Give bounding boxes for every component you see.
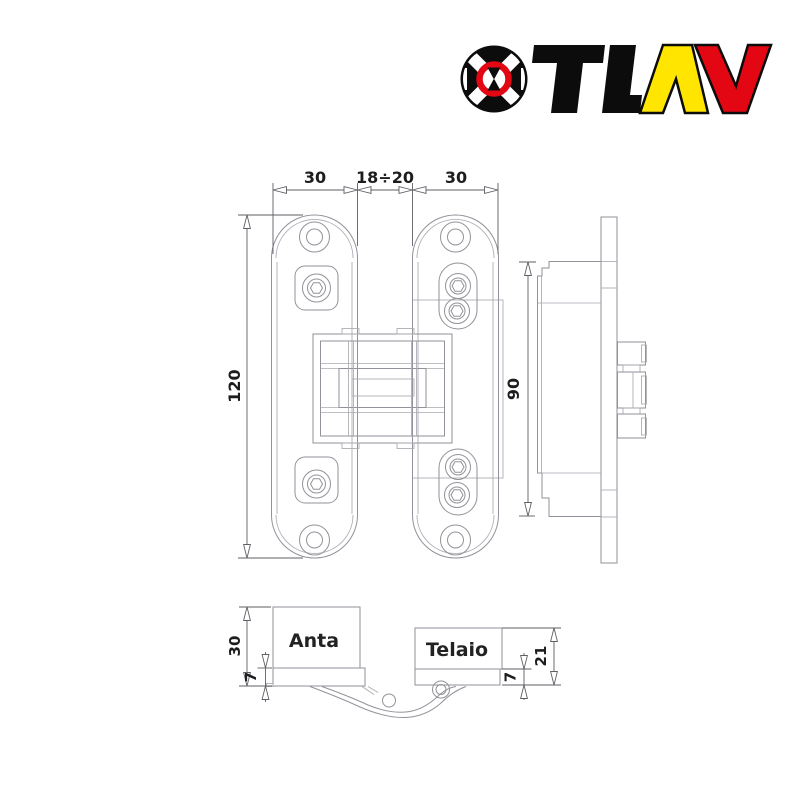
dim-label-leaf-offset: 7 [242,672,260,682]
dim-label-frame-height: 90 [504,378,523,400]
dim-label-total-height: 120 [225,369,244,402]
logo-bowtie [487,67,501,91]
section-dim-leaf-offset: 7 [242,652,272,702]
side-knuckles [617,341,647,439]
otlav-target-icon [460,45,528,113]
side-mounting-plate [600,216,618,564]
logo-red-ring [476,61,512,97]
logo-letter-t [532,45,605,113]
logo-letter-a-yellow [638,43,710,115]
side-body [537,261,601,517]
side-dim-height: 90 [504,261,536,517]
section-view: Anta Telaio 30 [226,606,561,719]
section-dim-frame-depth: 21 [502,627,561,686]
logo-letter-l [602,45,642,113]
section-leaf-block: Anta [266,606,366,687]
section-dim-frame-offset: 7 [502,653,532,700]
front-left-body [271,214,358,559]
front-right-body [412,214,504,559]
logo-letter-v-red [693,43,773,115]
otlav-logo [460,43,773,115]
section-label-leaf: Anta [289,630,339,652]
logo-letters [532,43,773,115]
front-dim-height: 120 [225,214,303,559]
dim-label-gap: 18÷20 [356,168,414,187]
front-view: 30 18÷20 30 120 90 [225,168,536,559]
side-view [537,216,647,564]
dim-label-left-width: 30 [304,168,326,187]
dim-label-frame-depth: 21 [532,646,550,667]
section-dim-leaf-thickness: 30 [226,606,272,687]
dim-label-leaf-thickness: 30 [226,636,244,657]
section-frame-block: Telaio [414,627,503,686]
section-hinge-mechanism [309,680,467,719]
section-label-frame: Telaio [426,639,488,661]
front-center-mechanism [312,328,453,449]
front-dim-widths: 30 18÷20 30 [272,168,499,254]
dim-label-right-width: 30 [445,168,467,187]
dim-label-frame-offset: 7 [502,672,520,682]
